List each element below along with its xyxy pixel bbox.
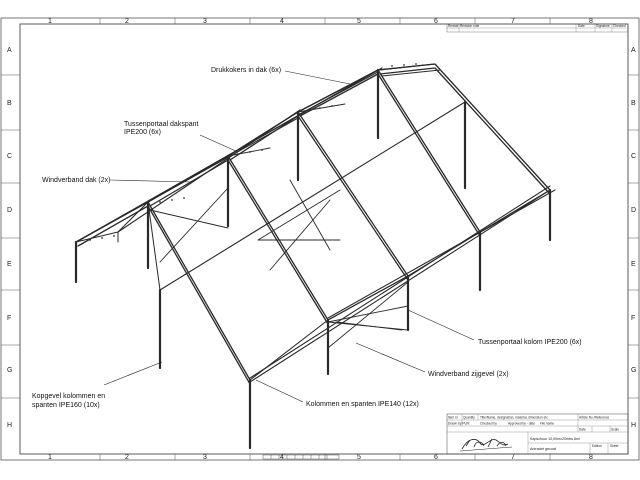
row-label-right-c: C: [631, 153, 636, 160]
row-label-left-b: B: [7, 100, 12, 107]
col-label-top-8: 8: [589, 18, 593, 25]
col-label-bottom-8: 8: [589, 454, 593, 461]
col-label-top-7: 7: [511, 18, 515, 25]
gable-ties: [227, 63, 441, 157]
row-label-left-d: D: [7, 207, 12, 214]
label-kopgevel-2: spanten IPE160 (10x): [32, 402, 100, 409]
tb-scale: Scale: [611, 428, 619, 432]
row-label-right-e: E: [631, 261, 636, 268]
tb-quantity: Quantity: [463, 416, 475, 420]
tb-title-name: Title/Name, designation, material, dimen…: [480, 416, 548, 420]
row-label-right-b: B: [631, 100, 636, 107]
bolt-dots: [89, 63, 417, 241]
rev-col-checked: Checked: [613, 24, 626, 28]
label-drukkokers: Drukkokers in dak (6x): [211, 67, 281, 74]
columns: [74, 68, 552, 450]
col-label-bottom-5: 5: [357, 454, 361, 461]
label-kolommen-spanten: Kolommen en spanten IPE140 (12x): [306, 401, 419, 408]
tb-subtitle: Antraciet gecoat: [530, 447, 556, 451]
rev-col-revisie: Revisie: [448, 24, 459, 28]
row-label-left-a: A: [7, 47, 12, 54]
row-label-left-c: C: [7, 153, 12, 160]
col-label-bottom-4: 4: [280, 454, 284, 461]
row-label-right-f: F: [631, 315, 635, 322]
col-label-bottom-1: 1: [48, 454, 52, 461]
tb-drawn-by: Drawn by PU/II: [448, 422, 470, 426]
tb-sheet: Sheet: [610, 444, 618, 448]
col-label-bottom-3: 3: [203, 454, 207, 461]
tb-date: Date: [579, 428, 586, 432]
row-label-left-e: E: [7, 261, 12, 268]
steel-structure: [74, 63, 556, 450]
row-label-right-g: G: [631, 367, 636, 374]
scale-bar: [262, 454, 340, 460]
rev-col-note: Revision note: [460, 24, 480, 28]
label-kopgevel-1: Kopgevel kolommen en: [32, 393, 105, 400]
inner-border: [19, 23, 629, 455]
col-label-top-6: 6: [434, 18, 438, 25]
leader-lines: [103, 70, 475, 403]
label-windverband-zijgevel: Windverband zijgevel (2x): [428, 371, 509, 378]
title-block: Item nr Quantity Title/Name, designation…: [446, 413, 629, 455]
col-label-top-2: 2: [125, 18, 129, 25]
label-tussenportaal-dakspant-1: Tussenportaal dakspant: [124, 121, 199, 128]
row-ticks: [1, 74, 639, 399]
tb-project: Kapschuur 10,00mx20mtrs,6ml: [530, 437, 580, 441]
col-label-top-5: 5: [357, 18, 361, 25]
col-label-top-4: 4: [280, 18, 284, 25]
col-label-bottom-6: 6: [434, 454, 438, 461]
tb-article: Article No./Reference: [579, 416, 610, 420]
row-label-right-a: A: [631, 47, 636, 54]
label-windverband-dak: Windverband dak (2x): [42, 177, 110, 184]
label-tussenportaal-dakspant-2: IPE200 (6x): [124, 129, 161, 136]
outer-border: [0, 17, 640, 461]
tb-item: Item nr: [448, 416, 459, 420]
row-label-right-d: D: [631, 207, 636, 214]
col-label-top-1: 1: [48, 18, 52, 25]
row-label-right-h: H: [631, 422, 636, 429]
tb-filename: File name: [540, 422, 554, 426]
tb-edition: Edition: [592, 444, 602, 448]
rev-col-date: Date: [578, 24, 585, 28]
row-label-left-g: G: [7, 367, 12, 374]
roof-wind-bracing: [149, 179, 341, 271]
rev-col-signature: Signature: [596, 24, 610, 28]
company-logo: [459, 438, 513, 452]
col-label-bottom-7: 7: [511, 454, 515, 461]
label-tussenportaal-kolom: Tussenportaal kolom IPE200 (6x): [478, 339, 582, 346]
front-gable-members: [75, 201, 161, 291]
col-label-top-3: 3: [203, 18, 207, 25]
revision-table: Revisie Revision note Date Signature Che…: [446, 23, 629, 33]
side-wall-bracing: [327, 281, 409, 349]
row-label-left-h: H: [7, 422, 12, 429]
row-label-left-f: F: [7, 315, 11, 322]
tb-checked-by: Checked by: [480, 422, 497, 426]
tb-approved-by: Approved by - date: [508, 422, 535, 426]
col-label-bottom-2: 2: [125, 454, 129, 461]
